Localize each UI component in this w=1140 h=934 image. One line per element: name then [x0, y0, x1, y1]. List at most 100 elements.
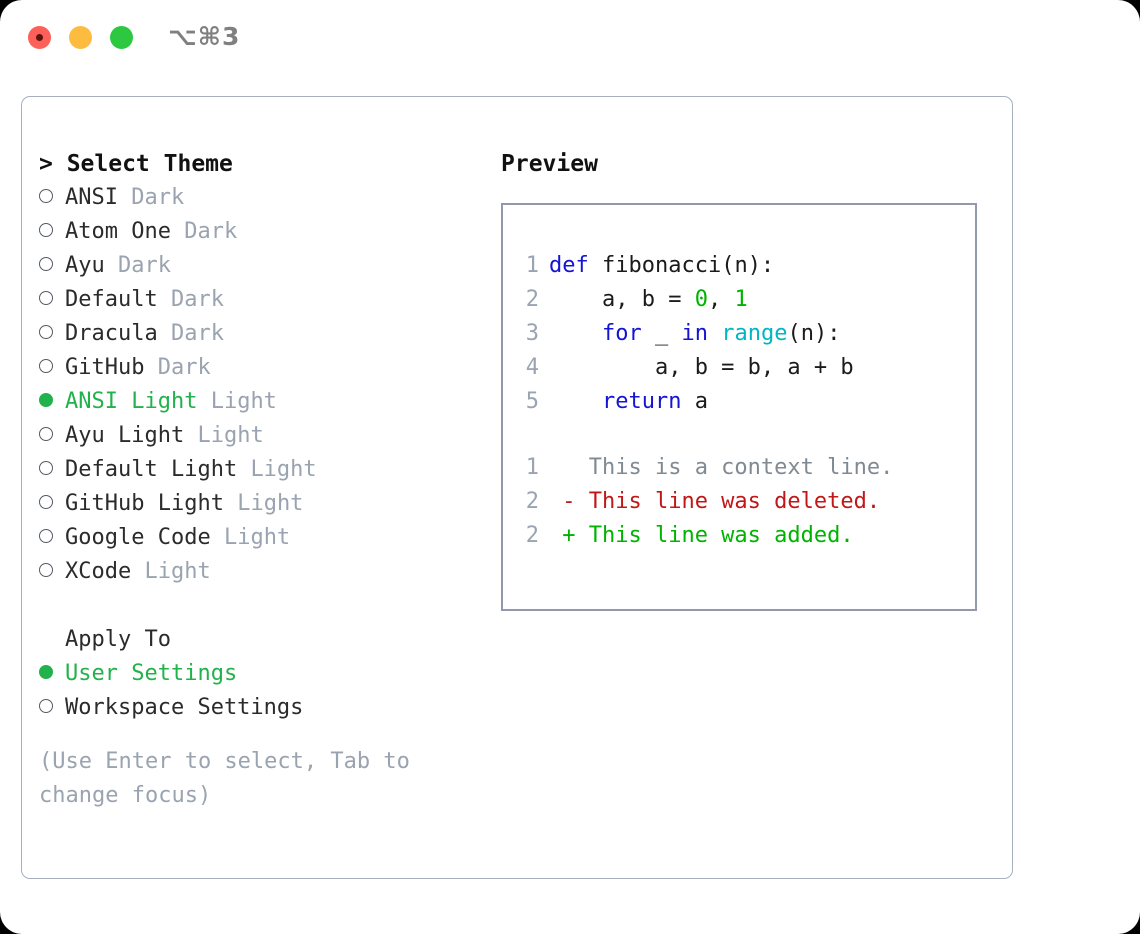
window-controls [28, 26, 133, 49]
theme-option-name: Ayu [65, 253, 105, 278]
apply-to-option[interactable]: User Settings [39, 657, 469, 691]
diff-line: 1 This is a context line. [517, 451, 894, 485]
close-button[interactable] [28, 26, 51, 49]
apply-to-option-label: User Settings [65, 661, 238, 686]
theme-option-variant: Light [210, 389, 277, 414]
theme-option-variant: Light [197, 423, 264, 448]
theme-option[interactable]: Dracula Dark [39, 317, 469, 351]
code-token: for [601, 321, 642, 346]
code-token: 1 [734, 287, 748, 312]
theme-option-variant: Dark [118, 253, 171, 278]
theme-option-name: ANSI [65, 185, 118, 210]
radio-unselected-icon[interactable] [39, 291, 53, 305]
theme-option[interactable]: Ayu Light Light [39, 419, 469, 453]
window-title: ⌥⌘3 [168, 22, 241, 51]
code-token: , [707, 287, 735, 312]
theme-option-variant: Light [237, 491, 304, 516]
diff-line-text: - This line was deleted. [549, 489, 881, 514]
maximize-button[interactable] [110, 26, 133, 49]
code-token: a, b = b, a + b [549, 355, 854, 380]
code-line-number: 5 [525, 389, 539, 414]
theme-option-name: XCode [65, 559, 132, 584]
code-token [549, 389, 602, 414]
theme-option-name: Dracula [65, 321, 158, 346]
theme-option-variant: Dark [170, 287, 224, 312]
radio-unselected-icon[interactable] [39, 529, 53, 543]
apply-to-option[interactable]: Workspace Settings [39, 691, 469, 725]
theme-option[interactable]: Ayu Dark [39, 249, 469, 283]
theme-option-name: Atom One [65, 219, 171, 244]
code-token: a [681, 389, 708, 414]
radio-unselected-icon[interactable] [39, 699, 53, 713]
theme-option-name: Ayu Light [65, 423, 185, 448]
theme-option[interactable]: ANSI Light Light [39, 385, 469, 419]
theme-option-name: GitHub Light [65, 491, 224, 516]
code-token: fibonacci(n): [588, 253, 775, 278]
keyboard-hint: (Use Enter to select, Tab to change focu… [39, 749, 410, 808]
code-token [708, 321, 721, 346]
code-line: 2 a, b = 0, 1 [517, 283, 854, 317]
theme-option[interactable]: Default Dark [39, 283, 469, 317]
radio-unselected-icon[interactable] [39, 461, 53, 475]
radio-unselected-icon[interactable] [39, 257, 53, 271]
radio-unselected-icon[interactable] [39, 189, 53, 203]
theme-option-variant: Light [250, 457, 317, 482]
theme-option-name: Default [65, 287, 158, 312]
diff-line: 2 - This line was deleted. [517, 485, 893, 519]
theme-option-variant: Dark [131, 185, 185, 210]
theme-option-variant: Light [223, 525, 291, 550]
theme-option[interactable]: GitHub Light Light [39, 487, 469, 521]
apply-to-option-label: Workspace Settings [65, 695, 304, 720]
theme-option[interactable]: Atom One Dark [39, 215, 469, 249]
diff-line-number: 2 [525, 523, 539, 548]
radio-unselected-icon[interactable] [39, 495, 53, 509]
radio-unselected-icon[interactable] [39, 223, 53, 237]
code-line-number: 3 [525, 321, 539, 346]
radio-unselected-icon[interactable] [39, 325, 53, 339]
theme-picker-heading: > Select Theme [39, 151, 233, 177]
theme-option-variant: Dark [157, 355, 211, 380]
title-bar: ⌥⌘3 [0, 0, 1140, 76]
diff-line-text: This is a context line. [549, 455, 894, 480]
code-line-number: 4 [525, 355, 539, 380]
code-line-number: 1 [525, 253, 539, 278]
theme-option[interactable]: XCode Light [39, 555, 469, 589]
minimize-button[interactable] [69, 26, 92, 49]
diff-line-text: + This line was added. [549, 523, 854, 548]
preview-heading: Preview [501, 151, 598, 177]
code-token [549, 321, 602, 346]
diff-line: 2 + This line was added. [517, 519, 893, 553]
code-line-number: 2 [525, 287, 539, 312]
code-line: 1 def fibonacci(n): [517, 249, 854, 283]
code-token: in [681, 321, 708, 346]
code-line: 4 a, b = b, a + b [517, 351, 854, 385]
diff-line-number: 1 [525, 455, 539, 480]
radio-unselected-icon[interactable] [39, 563, 53, 577]
theme-option-variant: Dark [170, 321, 224, 346]
code-token: a, b = [549, 287, 695, 312]
diff-line-number: 2 [525, 489, 539, 514]
code-token: range [721, 321, 788, 346]
theme-option[interactable]: GitHub Dark [39, 351, 469, 385]
radio-unselected-icon[interactable] [39, 359, 53, 373]
code-token: _ [641, 321, 682, 346]
theme-option-variant: Dark [184, 219, 238, 244]
theme-option[interactable]: Google Code Light [39, 521, 469, 555]
code-line: 5 return a [517, 385, 854, 419]
theme-option-name: GitHub [65, 355, 145, 380]
radio-selected-icon[interactable] [39, 665, 53, 679]
radio-unselected-icon[interactable] [39, 427, 53, 441]
code-line: 3 for _ in range(n): [517, 317, 854, 351]
theme-option[interactable]: ANSI Dark [39, 181, 469, 215]
code-token: def [549, 253, 589, 278]
theme-option[interactable]: Default Light Light [39, 453, 469, 487]
radio-selected-icon[interactable] [39, 393, 53, 407]
left-column-spacer [39, 589, 469, 623]
